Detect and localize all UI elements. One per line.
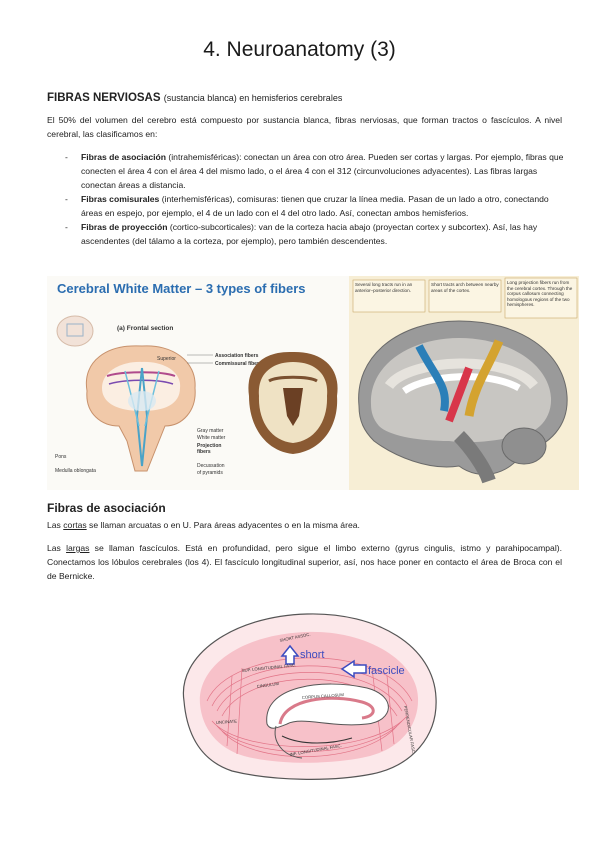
fascicle-arrow-icon bbox=[340, 659, 367, 679]
text: Las bbox=[47, 543, 67, 553]
term-desc: (interhemisféricas), comisuras: tienen q… bbox=[81, 194, 549, 218]
label-projection: Projection bbox=[197, 443, 221, 449]
text: se llaman fascículos. Está en profundida… bbox=[47, 543, 562, 581]
list-item: - Fibras comisurales (interhemisféricas)… bbox=[65, 192, 565, 220]
page-title: 4. Neuroanatomy (3) bbox=[203, 38, 396, 61]
small-brain-icon bbox=[56, 315, 94, 347]
tract-uncinate: UNCINATE bbox=[216, 719, 238, 725]
heading-main: FIBRAS NERVIOSAS bbox=[47, 92, 161, 104]
coronal-slice-photo bbox=[248, 351, 338, 454]
text: Las bbox=[47, 520, 64, 530]
heading-sub: (sustancia blanca) en hemisferios cerebr… bbox=[163, 93, 343, 103]
label-white-matter: White matter bbox=[197, 435, 226, 441]
tract-sup-long: SUP. LONGITUDINAL FASC. bbox=[242, 662, 297, 673]
white-matter-figure: Cerebral White Matter – 3 types of fiber… bbox=[47, 276, 349, 490]
bullet-dash: - bbox=[65, 152, 68, 162]
sagittal-brain-figure: Several long tracts run in an anterior–p… bbox=[349, 276, 579, 490]
section-heading-fibras: FIBRAS NERVIOSAS (sustancia blanca) en h… bbox=[47, 92, 342, 104]
tract-short-assoc: SHORT ASSOC. bbox=[279, 632, 311, 643]
label-pyramids: of pyramids bbox=[197, 470, 223, 476]
label-association: Association fibers bbox=[215, 353, 259, 359]
frontal-section-brain bbox=[85, 345, 196, 472]
fascicle-label: fascicle bbox=[368, 665, 405, 677]
term: Fibras de asociación bbox=[81, 152, 167, 162]
term-desc: (cortico-subcorticales): van de la corte… bbox=[81, 222, 538, 246]
text: se llaman arcuatas o en U. Para áreas ad… bbox=[86, 520, 360, 530]
list-item: - Fibras de proyección (cortico-subcorti… bbox=[65, 220, 565, 248]
term-desc: (intrahemisféricas): conectan un área co… bbox=[81, 152, 564, 190]
section-heading-asociacion: Fibras de asociación bbox=[47, 501, 166, 515]
label-fibers: fibers bbox=[197, 449, 211, 455]
association-fibers-figure: short fascicle SHORT ASSOC. SUP. LONGITU… bbox=[172, 606, 444, 784]
label-commissural: Commissural fibers bbox=[215, 361, 262, 367]
label-superior: Superior bbox=[157, 356, 176, 362]
term: Fibras de proyección bbox=[81, 222, 168, 232]
figure-title: Cerebral White Matter – 3 types of fiber… bbox=[57, 281, 306, 296]
underlined-term: largas bbox=[66, 543, 90, 553]
association-fibers-illustration: short fascicle SHORT ASSOC. SUP. LONGITU… bbox=[182, 613, 437, 780]
underlined-term: cortas bbox=[63, 520, 87, 530]
list-item: - Fibras de asociación (intrahemisférica… bbox=[65, 150, 565, 192]
callout-short-tracts: Short tracts arch between nearby areas o… bbox=[431, 282, 499, 293]
sagittal-brain-illustration: Several long tracts run in an anterior–p… bbox=[349, 276, 579, 490]
tract-corpus: CORPUS CALLOSUM bbox=[302, 692, 345, 700]
label-gray-matter: Gray matter bbox=[197, 428, 224, 434]
bullet-dash: - bbox=[65, 222, 68, 232]
fiber-type-list: - Fibras de asociación (intrahemisférica… bbox=[65, 150, 565, 248]
intro-paragraph: El 50% del volumen del cerebro está comp… bbox=[47, 115, 562, 139]
sagittal-brain bbox=[358, 320, 568, 484]
callout-long-tracts: Several long tracts run in an anterior–p… bbox=[355, 282, 413, 293]
label-pons: Pons bbox=[55, 454, 67, 460]
white-matter-illustration: Cerebral White Matter – 3 types of fiber… bbox=[47, 276, 349, 490]
tract-cingulum: CINGULUM bbox=[256, 681, 279, 689]
short-arrow-icon bbox=[280, 644, 300, 665]
callout-projection: Long projection fibers run from the cere… bbox=[507, 280, 573, 308]
paragraph-cortas: Las cortas se llaman arcuatas o en U. Pa… bbox=[47, 518, 562, 532]
term: Fibras comisurales bbox=[81, 194, 160, 204]
label-decussation: Decussation bbox=[197, 463, 225, 469]
bullet-dash: - bbox=[65, 194, 68, 204]
short-label: short bbox=[300, 649, 324, 661]
label-medulla: Medulla oblongata bbox=[55, 468, 96, 474]
section-label: (a) Frontal section bbox=[117, 325, 173, 332]
paragraph-largas: Las largas se llaman fascículos. Está en… bbox=[47, 541, 562, 583]
